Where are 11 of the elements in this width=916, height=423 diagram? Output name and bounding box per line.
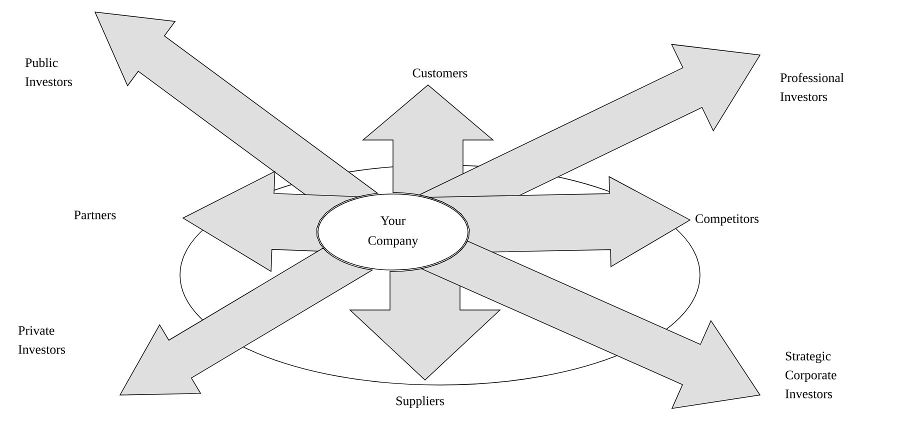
block-arrow bbox=[349, 250, 501, 380]
stakeholder-label: Strategic Corporate Investors bbox=[785, 352, 836, 398]
stakeholder-label: Professional Investors bbox=[780, 72, 844, 102]
stakeholder-label: Suppliers bbox=[396, 396, 444, 408]
stakeholder-label: Partners bbox=[74, 210, 116, 220]
block-arrow bbox=[119, 248, 374, 396]
stakeholder-label: Private Investors bbox=[18, 326, 66, 354]
stakeholder-label: Public Investors bbox=[25, 58, 72, 86]
stakeholder-label: Customers bbox=[412, 68, 468, 78]
block-arrow bbox=[427, 176, 691, 268]
stakeholder-label: Competitors bbox=[696, 214, 759, 226]
